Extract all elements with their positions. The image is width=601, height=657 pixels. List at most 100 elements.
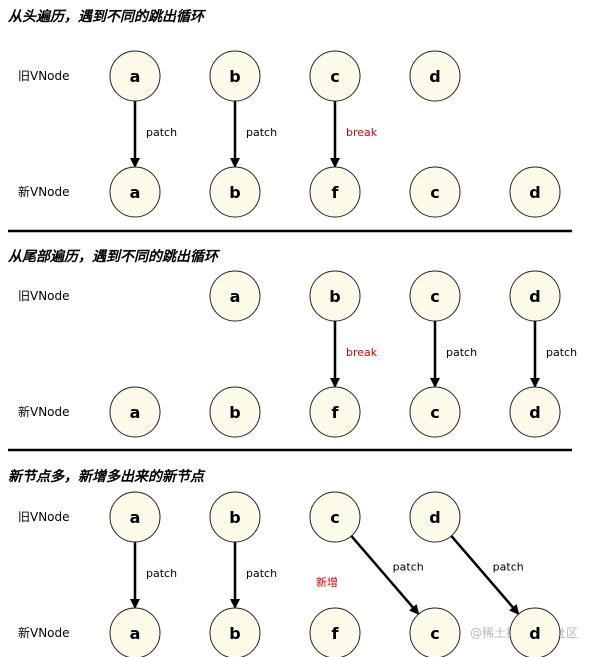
old-node-d: d	[409, 50, 461, 102]
node-circle	[309, 270, 361, 322]
node-circle	[409, 491, 461, 543]
node-circle	[209, 386, 261, 438]
node-circle	[109, 607, 161, 657]
node-letter: b	[229, 183, 240, 202]
node-circle	[309, 50, 361, 102]
new-node-b: b	[209, 386, 261, 438]
node-letter: b	[229, 508, 240, 527]
node-circle	[509, 607, 561, 657]
edge-arrow	[350, 535, 420, 615]
node-letter: a	[130, 508, 141, 527]
old-node-d: d	[509, 270, 561, 322]
node-letter: d	[529, 287, 540, 306]
new-node-a: a	[109, 166, 161, 218]
node-circle	[109, 491, 161, 543]
node-circle	[409, 50, 461, 102]
edge-arrow	[450, 535, 520, 615]
old-vnode-label: 旧VNode	[18, 69, 70, 83]
edge-label-patch: patch	[546, 346, 577, 359]
node-circle	[309, 491, 361, 543]
node-letter: c	[330, 508, 339, 527]
node-letter: a	[130, 183, 141, 202]
section-title-head-traversal: 从头遍历，遇到不同的跳出循环	[8, 8, 207, 25]
node-circle	[109, 166, 161, 218]
new-node-f: f	[309, 166, 361, 218]
new-node-a: a	[109, 607, 161, 657]
node-circle	[309, 386, 361, 438]
node-letter: b	[329, 287, 340, 306]
node-circle	[209, 270, 261, 322]
old-node-a: a	[109, 491, 161, 543]
node-letter: c	[430, 403, 439, 422]
node-letter: c	[330, 67, 339, 86]
node-letter: a	[130, 624, 141, 643]
edge-label-patch: patch	[146, 126, 177, 139]
new-node-note: 新增	[316, 575, 338, 589]
old-vnode-label: 旧VNode	[18, 289, 70, 303]
node-circle	[409, 386, 461, 438]
node-circle	[309, 607, 361, 657]
node-letter: a	[130, 67, 141, 86]
edge-label-patch: patch	[393, 561, 424, 574]
section-title-tail-traversal: 从尾部遍历，遇到不同的跳出循环	[8, 248, 221, 265]
section-title-add-new-nodes: 新节点多，新增多出来的新节点	[8, 468, 206, 485]
node-letter: c	[430, 624, 439, 643]
node-circle	[509, 386, 561, 438]
old-node-a: a	[109, 50, 161, 102]
node-letter: d	[529, 183, 540, 202]
old-vnode-label: 旧VNode	[18, 510, 70, 524]
edge-label-break: break	[346, 126, 378, 139]
node-letter: d	[429, 67, 440, 86]
node-letter: c	[430, 287, 439, 306]
new-vnode-label: 新VNode	[18, 404, 70, 419]
node-circle	[409, 607, 461, 657]
old-node-c: c	[409, 270, 461, 322]
node-circle	[209, 491, 261, 543]
old-node-b: b	[209, 50, 261, 102]
node-letter: b	[229, 67, 240, 86]
node-circle	[209, 607, 261, 657]
new-node-c: c	[409, 386, 461, 438]
node-letter: b	[229, 403, 240, 422]
new-node-c: c	[409, 166, 461, 218]
old-node-c: c	[309, 50, 361, 102]
new-node-f: f	[309, 607, 361, 657]
node-letter: d	[529, 624, 540, 643]
node-circle	[109, 386, 161, 438]
edge-label-patch: patch	[246, 126, 277, 139]
new-node-c: c	[409, 607, 461, 657]
node-circle	[409, 166, 461, 218]
node-circle	[209, 166, 261, 218]
node-letter: b	[229, 624, 240, 643]
new-vnode-label: 新VNode	[18, 625, 70, 640]
node-circle	[509, 270, 561, 322]
new-node-d: d	[509, 166, 561, 218]
edge-label-patch: patch	[246, 567, 277, 580]
node-letter: d	[429, 508, 440, 527]
old-node-c: c	[309, 491, 361, 543]
edge-label-break: break	[346, 346, 378, 359]
node-letter: f	[332, 183, 340, 202]
node-circle	[409, 270, 461, 322]
edge-label-patch: patch	[146, 567, 177, 580]
edges-layer: patch patch break break patch patch patch patch…	[130, 101, 577, 615]
node-letter: a	[130, 403, 141, 422]
node-circle	[309, 166, 361, 218]
node-circle	[109, 50, 161, 102]
new-node-a: a	[109, 386, 161, 438]
new-node-d: d	[509, 386, 561, 438]
new-node-b: b	[209, 166, 261, 218]
new-vnode-label: 新VNode	[18, 184, 70, 199]
node-letter: c	[430, 183, 439, 202]
node-letter: f	[332, 624, 340, 643]
new-node-f: f	[309, 386, 361, 438]
node-circle	[509, 166, 561, 218]
node-letter: a	[230, 287, 241, 306]
old-node-b: b	[309, 270, 361, 322]
new-node-b: b	[209, 607, 261, 657]
old-node-b: b	[209, 491, 261, 543]
edge-label-patch: patch	[493, 561, 524, 574]
node-letter: f	[332, 403, 340, 422]
node-circle	[209, 50, 261, 102]
